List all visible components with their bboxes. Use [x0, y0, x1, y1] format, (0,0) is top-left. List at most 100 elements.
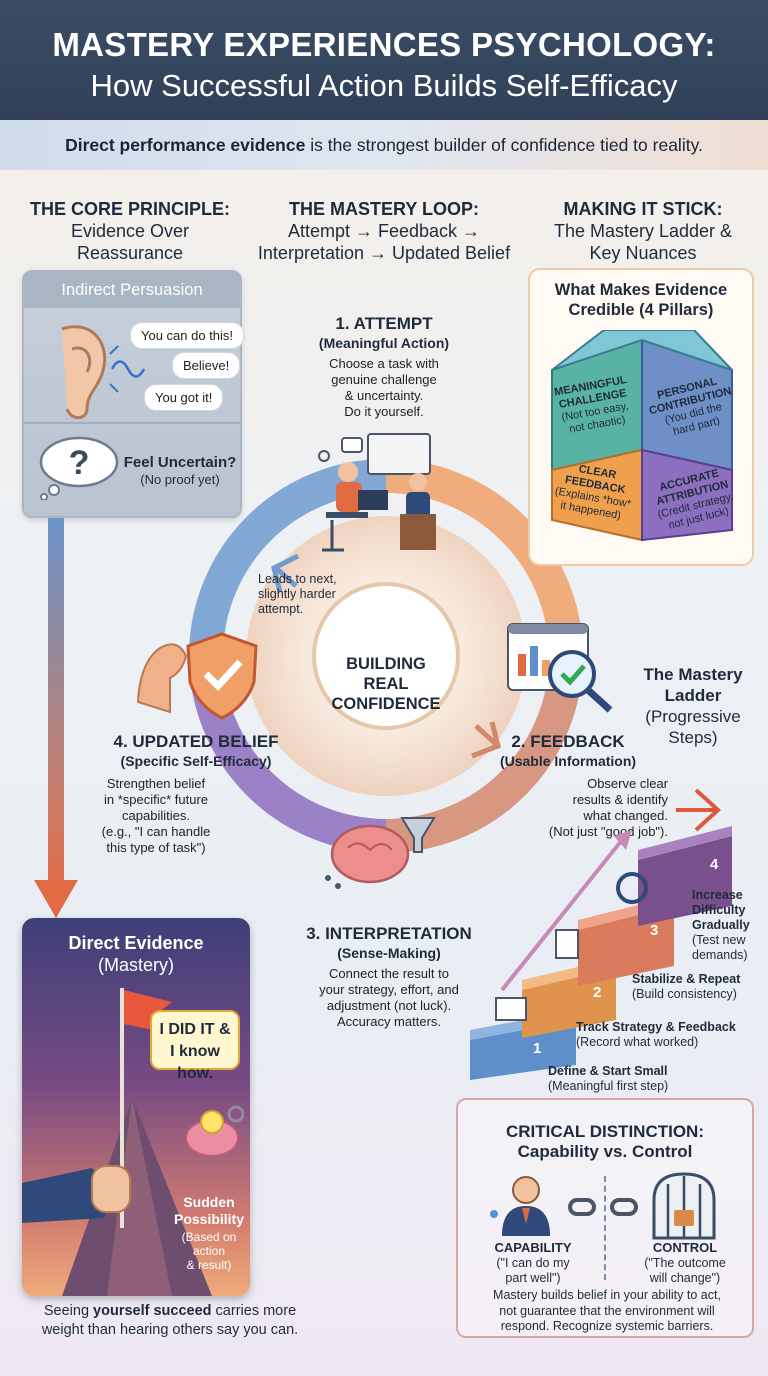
- direct-title-sub: (Mastery): [98, 955, 174, 975]
- feel-uncertain-sub: (No proof yet): [140, 472, 220, 487]
- control-label: CONTROL ("The outcome will change"): [630, 1240, 740, 1286]
- step-interpretation: 3. INTERPRETATION (Sense-Making) Connect…: [294, 924, 484, 1030]
- capability-sub: ("I can do my: [496, 1256, 570, 1270]
- ladder-title-line: The Mastery: [643, 665, 743, 684]
- evidence-arrow: [48, 518, 64, 898]
- summit-flag-illustration: [22, 988, 212, 1296]
- step-text: Choose a task with: [329, 356, 439, 371]
- heading-sub: Reassurance: [76, 243, 184, 263]
- distinction-title-line: CRITICAL DISTINCTION:: [505, 1122, 704, 1141]
- person-capability-icon: [490, 1176, 550, 1236]
- footer-line: not guarantee that the environment will: [499, 1303, 715, 1318]
- leads-to-next-note: Leads to next, slightly harder attempt.: [258, 572, 378, 617]
- ladder-step-title: Define & Start Small: [548, 1064, 668, 1078]
- step-text: (e.g., "I can handle: [101, 824, 211, 839]
- distinction-title-line: Capability vs. Control: [517, 1142, 693, 1161]
- step-title: 4. UPDATED BELIEF: [113, 732, 279, 751]
- step-sub: (Specific Self-Efficacy): [120, 753, 272, 769]
- bubble-line: I DID IT &: [159, 1021, 231, 1038]
- step-text: this type of task"): [106, 840, 206, 855]
- step-text: Accuracy matters.: [336, 1014, 442, 1029]
- heading-sub: The Mastery Ladder &: [553, 221, 733, 241]
- direct-title-text: Direct Evidence: [68, 933, 204, 953]
- center-line: BUILDING: [346, 655, 426, 673]
- ladder-step-sub: (Build consistency): [632, 987, 737, 1001]
- core-principle-heading: THE CORE PRINCIPLE: Evidence Over Reassu…: [20, 198, 240, 264]
- possibility-line: Sudden: [183, 1194, 235, 1210]
- speech-bubble: You can do this!: [130, 322, 245, 349]
- step-number: 4: [710, 856, 719, 873]
- step-feedback: 2. FEEDBACK (Usable Information): [478, 732, 658, 770]
- control-sub: will change"): [649, 1271, 721, 1285]
- step-text: results & identify: [572, 792, 668, 807]
- brain-funnel-icon: [325, 817, 436, 889]
- shield-arm-icon: [136, 632, 258, 720]
- indirect-persuasion-card: Indirect Persuasion You can do this! Bel…: [22, 270, 245, 518]
- heading-sub: Key Nuances: [589, 243, 697, 263]
- step-sub: (Sense-Making): [337, 945, 441, 961]
- heading-sub: Interpretation → Updated Belief: [257, 243, 511, 263]
- pillars-title-line: Credible (4 Pillars): [568, 301, 714, 319]
- question-cloud-icon: ?: [39, 436, 119, 500]
- footer-line: Mastery builds belief in your ability to…: [493, 1288, 721, 1302]
- puzzle-cube-illustration: [551, 330, 733, 542]
- step-text: (Not just "good job").: [548, 824, 668, 839]
- distinction-title: CRITICAL DISTINCTION: Capability vs. Con…: [458, 1122, 752, 1162]
- ladder-title-line: Ladder: [664, 686, 722, 705]
- speech-bubble: Believe!: [172, 352, 241, 379]
- ladder-step-2: Track Strategy & Feedback (Record what w…: [576, 1020, 736, 1050]
- pillars-title-line: What Makes Evidence: [554, 281, 728, 299]
- mastery-loop-heading: THE MASTERY LOOP: Attempt → Feedback → I…: [244, 198, 524, 264]
- critical-distinction-card: CRITICAL DISTINCTION: Capability vs. Con…: [456, 1098, 754, 1338]
- pillars-title: What Makes Evidence Credible (4 Pillars): [530, 280, 752, 320]
- making-it-stick-heading: MAKING IT STICK: The Mastery Ladder & Ke…: [530, 198, 756, 264]
- caged-lock-icon: [652, 1172, 716, 1240]
- capability-label: CAPABILITY ("I can do my part well"): [478, 1240, 588, 1286]
- control-title: CONTROL: [652, 1240, 718, 1255]
- step-text: genuine challenge: [331, 372, 437, 387]
- header: MASTERY EXPERIENCES PSYCHOLOGY: How Succ…: [0, 0, 768, 120]
- footer-text: carries more: [211, 1303, 297, 1319]
- belief-description: Strengthen belief in *specific* future c…: [96, 776, 216, 856]
- ladder-step-title: Track Strategy & Feedback: [576, 1020, 736, 1034]
- divider: [24, 422, 240, 424]
- step-text: Observe clear: [587, 776, 668, 791]
- heading-text: THE MASTERY LOOP:: [288, 199, 479, 219]
- step-text: & uncertainty.: [344, 388, 424, 403]
- step-number: 1: [533, 1040, 542, 1057]
- capability-title: CAPABILITY: [494, 1240, 572, 1255]
- distinction-footer: Mastery builds belief in your ability to…: [466, 1288, 748, 1335]
- intro-rest: is the strongest builder of confidence t…: [305, 135, 703, 155]
- step-title: 1. ATTEMPT: [335, 314, 433, 333]
- dashed-divider: [604, 1176, 606, 1280]
- footer-text: weight than hearing others say you can.: [41, 1322, 299, 1338]
- step-text: in *specific* future: [103, 792, 209, 807]
- loop-center-label: BUILDING REAL CONFIDENCE: [326, 654, 446, 714]
- intro-bold: Direct performance evidence: [65, 135, 306, 155]
- ladder-step-4: Increase Difficulty Gradually (Test new …: [692, 888, 766, 963]
- step-text: Do it yourself.: [344, 404, 424, 419]
- step-text: adjustment (not luck).: [326, 998, 452, 1013]
- brain-lightbulb-icon: [185, 1105, 244, 1157]
- ladder-step-sub: (Test new: [692, 933, 746, 947]
- four-pillars-card: What Makes Evidence Credible (4 Pillars)…: [528, 268, 754, 566]
- i-did-it-bubble: I DID IT & I know how.: [150, 1010, 240, 1082]
- sudden-possibility: Sudden Possibility: [172, 1194, 246, 1228]
- step-text: Connect the result to: [329, 966, 449, 981]
- heading-sub: Evidence Over: [70, 221, 190, 241]
- step-text: Strengthen belief: [106, 776, 206, 791]
- step-updated-belief: 4. UPDATED BELIEF (Specific Self-Efficac…: [96, 732, 296, 770]
- heading-sub: Attempt → Feedback →: [287, 221, 481, 241]
- heading-text: THE CORE PRINCIPLE:: [29, 199, 230, 219]
- step-sub: (Usable Information): [499, 753, 637, 769]
- bubble-line: I know how.: [170, 1043, 220, 1082]
- page-subtitle: How Successful Action Builds Self-Effica…: [90, 68, 678, 103]
- speech-bubble: You got it!: [144, 384, 224, 411]
- step-sub: (Meaningful Action): [318, 335, 450, 351]
- ladder-title-line: Steps): [668, 728, 718, 747]
- ladder-step-sub: demands): [692, 948, 748, 962]
- feel-uncertain: Feel Uncertain?: [123, 454, 237, 471]
- ladder-title-line: (Progressive: [645, 707, 741, 726]
- possibility-sub-line: (Based on action: [181, 1230, 237, 1258]
- footer-text: Seeing: [43, 1303, 94, 1319]
